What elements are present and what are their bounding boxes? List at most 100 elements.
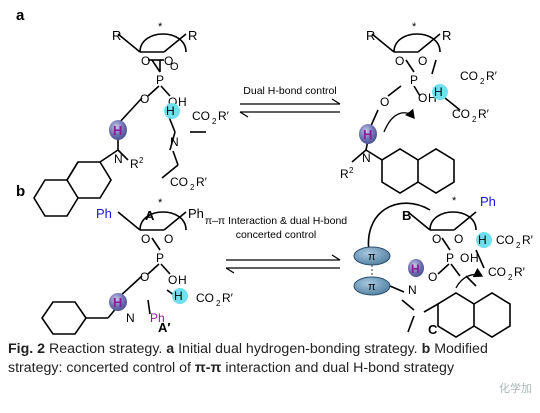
ap-ester1-R: R′ [222,291,234,305]
c-ester1-sub: 2 [516,241,521,250]
a-R-right: R [188,28,197,43]
b-ester2: CO [452,107,470,121]
c-N: N [408,283,417,297]
caption-title: Reaction strategy. [49,341,163,357]
a-P: P [156,73,164,87]
figure-caption: Fig. 2 Reaction strategy. a Initial dual… [8,340,532,378]
compound-a [33,33,206,217]
c-ester2: CO [488,265,506,279]
ap-h-bulb [109,293,127,311]
b-ester2-R: R′ [478,107,490,121]
ap-H-cyan: H [174,289,183,303]
b-H-cyan: H [434,85,443,99]
equilibrium-arrows-b [225,254,341,274]
pi-label-bottom: π [368,281,376,293]
caption-fig: Fig. 2 [8,341,46,357]
caption-a-label: a [166,341,175,357]
caption-a-text: Initial dual hydrogen-bonding strategy. [178,341,418,357]
a-H-plain: H [178,95,187,109]
caption-b-label: b [421,341,431,357]
c-O1: O [432,232,441,246]
watermark: 化学加 [499,383,532,395]
ap-h-highlight [172,288,188,304]
compound-a-prime-label: A′ [158,320,171,335]
b-ester2-sub: 2 [472,115,477,124]
arrow-label-b-line1: π–π Interaction & dual H-bond [205,215,347,227]
b-O2: O [418,54,427,68]
reaction-scheme: a R R * O O P O O O H H N R 2 H CO 2 R′ … [16,7,534,338]
ap-ester1-sub: 2 [216,299,221,308]
b-O3: O [380,95,389,109]
a-O2: O [164,54,173,68]
caption-b-bold: π-π [194,360,222,376]
ap-O1: O [141,232,150,246]
b-P: P [410,73,418,87]
c-H: H [470,251,479,265]
ap-O3: O [140,270,149,284]
arrow-label-a: Dual H-bond control [243,85,336,97]
compound-b [351,33,461,194]
b-h-bulb [359,124,377,144]
b-O1: O [395,54,404,68]
b-star: * [412,21,417,33]
b-N: N [362,151,371,165]
ap-ester1: CO [196,291,214,305]
compound-c [367,202,511,338]
b-O4: O [418,91,427,105]
a-ester2-R: R′ [196,175,208,189]
panel-b-letter: b [16,183,25,200]
b-H-purple: H [363,127,372,142]
a-star: * [158,21,163,33]
a-h-bulb [109,120,127,140]
equilibrium-arrows-a [239,98,341,118]
pi-label-top: π [368,251,376,263]
ap-Ph-right: Ph [188,206,204,221]
compound-b-label: B [402,208,411,223]
a-ester1-sub: 2 [212,117,217,126]
ap-N: N [126,311,135,325]
a-O5: O [168,95,177,109]
a-h-highlight [164,103,180,119]
c-O3: O [428,270,437,284]
b-ester1-R: R′ [486,69,498,83]
c-H-purple: H [411,262,420,276]
a-N2: N [170,135,179,149]
ap-Ph-purple: Ph [150,311,165,325]
a-N: N [114,152,123,166]
a-ester2-sub: 2 [190,183,195,192]
a-O4: O [140,92,149,106]
c-H-cyan: H [478,233,487,247]
c-ester1-R: R′ [522,233,534,247]
c-ester2-sub: 2 [508,273,513,282]
panel-a-letter: a [16,7,25,24]
a-R2-sup: 2 [139,156,144,165]
c-pi-bond [389,285,405,293]
b-R2-sup: 2 [349,166,354,175]
c-ester1: CO [496,233,514,247]
c-star: * [452,195,457,207]
c-O2: O [454,232,463,246]
c-curved-arrow [455,267,484,289]
a-ester1: CO [192,109,210,123]
b-R2: R [340,167,349,181]
compound-c-label: C [428,322,438,337]
a-ester2: CO [170,175,188,189]
b-curved-arrow [383,108,415,133]
ap-O2: O [164,232,173,246]
ap-P: P [156,251,164,265]
a-ester1-R: R′ [218,109,230,123]
ap-Ph-left: Ph [96,206,112,221]
a-R-left: R [112,28,121,43]
b-ester1: CO [460,69,478,83]
ap-H: H [178,273,187,287]
a-R2: R [130,157,139,171]
caption-b-text-1: Modified strategy: concerted control of [8,341,488,376]
c-Ph: Ph [480,194,496,209]
a-H-cyan: H [166,104,175,118]
b-ester1-sub: 2 [480,77,485,86]
a-O1: O [141,54,150,68]
ap-O4: O [168,273,177,287]
c-ester2-R: R′ [514,265,526,279]
b-H: H [428,91,437,105]
ap-star: * [158,197,163,209]
